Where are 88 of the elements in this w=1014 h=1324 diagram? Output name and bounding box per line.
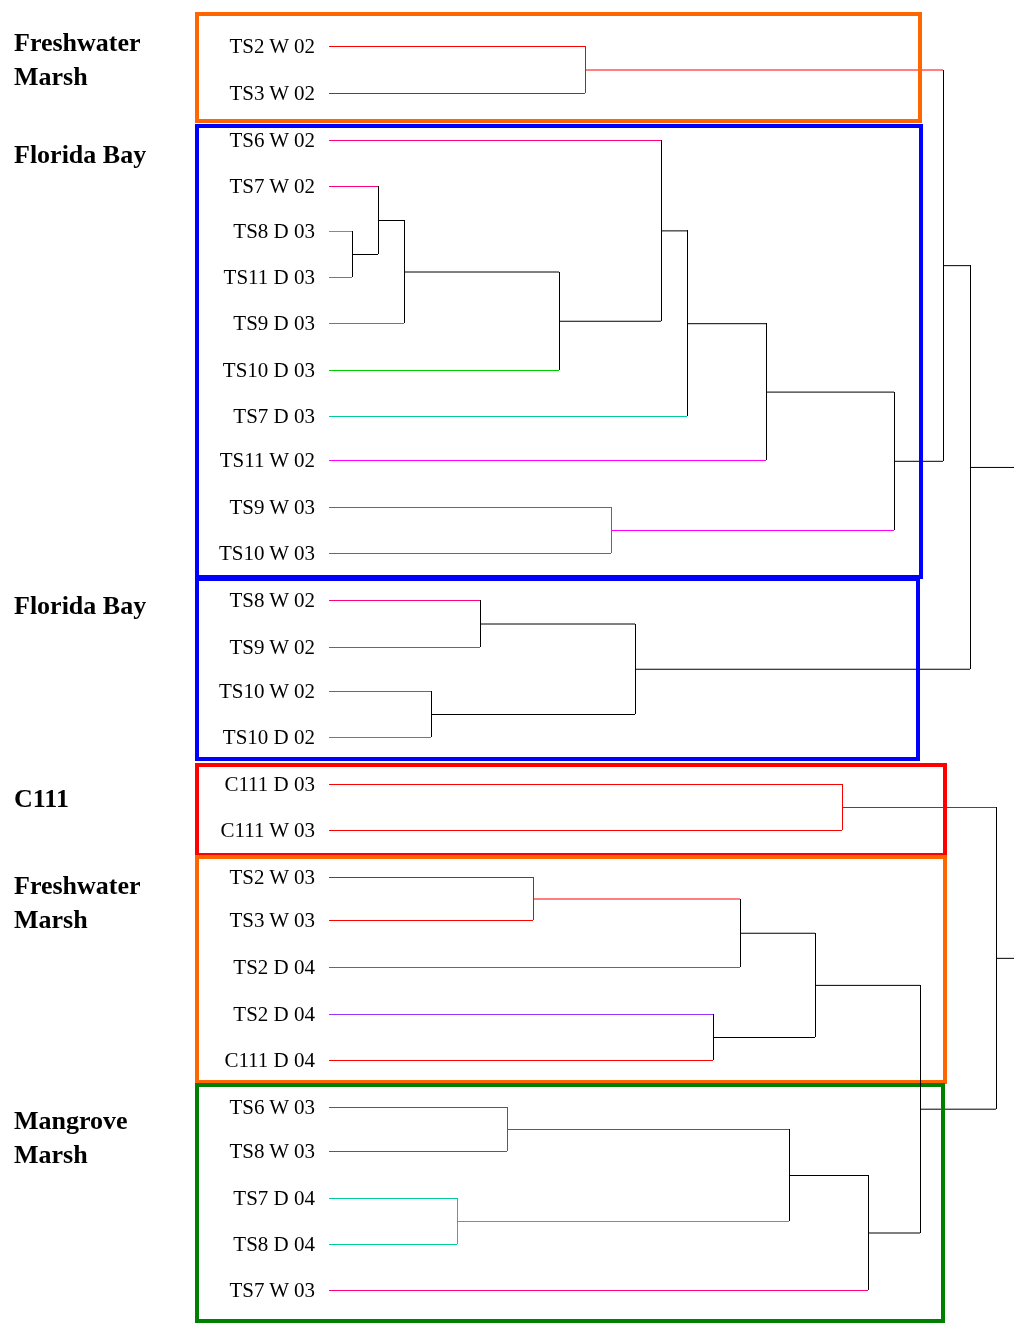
sample-label: C111 D 03 — [200, 771, 329, 797]
sample-label: TS7 W 02 — [200, 173, 329, 199]
branch-line — [328, 784, 843, 785]
branch-line — [611, 530, 895, 531]
sample-label: TS3 W 02 — [200, 80, 329, 106]
branch-line — [328, 323, 405, 324]
branch-line — [328, 93, 586, 94]
group-heading: Mangrove Marsh — [14, 1105, 129, 1171]
branch-line — [559, 320, 662, 322]
branch-line — [868, 1232, 921, 1234]
sample-label: TS10 W 03 — [200, 540, 329, 566]
sample-label: TS10 W 02 — [200, 678, 329, 704]
branch-line — [996, 957, 1014, 959]
group-heading: Freshwater Marsh — [14, 870, 142, 936]
group-heading: C111 — [14, 783, 70, 815]
branch-line — [328, 1014, 714, 1015]
sample-label: TS2 W 03 — [200, 864, 329, 890]
branch-line — [328, 231, 353, 232]
branch-line — [635, 668, 971, 670]
branch-line — [842, 807, 997, 808]
branch-line — [328, 830, 843, 831]
branch-line — [328, 737, 432, 738]
branch-line — [328, 1060, 714, 1061]
group-heading: Florida Bay — [14, 139, 148, 171]
branch-line — [328, 370, 560, 371]
branch-line — [328, 1151, 508, 1152]
branch-line — [328, 1107, 508, 1108]
sample-label: TS10 D 02 — [200, 724, 329, 750]
sample-label: TS11 D 03 — [200, 264, 329, 290]
branch-line — [378, 220, 405, 221]
branch-line — [894, 460, 944, 462]
group-heading: Freshwater Marsh — [14, 27, 142, 93]
branch-line — [328, 277, 353, 278]
sample-label: TS2 D 04 — [200, 954, 329, 980]
branch-line — [533, 898, 741, 900]
branch-line — [431, 714, 636, 715]
branch-line — [328, 1290, 869, 1291]
branch-line — [687, 323, 767, 325]
sample-label: TS2 D 04 — [200, 1001, 329, 1027]
branch-line — [328, 691, 432, 692]
branch-line — [970, 466, 1014, 468]
sample-label: TS10 D 03 — [200, 357, 329, 383]
branch-line — [328, 460, 767, 461]
branch-line — [585, 69, 944, 71]
sample-label: TS7 D 03 — [200, 403, 329, 429]
branch-line — [404, 271, 560, 273]
branch-line — [789, 1175, 869, 1176]
branch-line — [352, 254, 379, 255]
branch-line — [328, 416, 688, 417]
sample-label: TS6 W 03 — [200, 1094, 329, 1120]
branch-line — [328, 553, 612, 554]
branch-line — [457, 1221, 790, 1222]
sample-label: TS8 W 03 — [200, 1138, 329, 1164]
branch-line — [328, 186, 379, 187]
branch-line — [507, 1129, 790, 1130]
sample-label: TS9 W 02 — [200, 634, 329, 660]
sample-label: TS8 D 04 — [200, 1231, 329, 1257]
branch-line — [328, 877, 534, 878]
branch-line — [328, 967, 741, 968]
sample-label: C111 W 03 — [200, 817, 329, 843]
sample-label: TS9 D 03 — [200, 310, 329, 336]
sample-label: TS11 W 02 — [200, 447, 329, 473]
group-heading: Florida Bay — [14, 590, 148, 622]
sample-label: TS7 W 03 — [200, 1277, 329, 1303]
sample-label: TS7 D 04 — [200, 1185, 329, 1211]
sample-label: TS9 W 03 — [200, 494, 329, 520]
branch-line — [920, 1108, 997, 1110]
branch-line — [943, 265, 971, 267]
branch-line — [713, 1037, 816, 1038]
branch-line — [766, 391, 895, 393]
sample-label: TS8 D 03 — [200, 218, 329, 244]
branch-line — [328, 507, 612, 508]
branch-line — [328, 647, 481, 648]
sample-label: TS8 W 02 — [200, 587, 329, 613]
branch-line — [328, 46, 586, 47]
branch-line — [740, 932, 816, 934]
branch-line — [328, 140, 662, 141]
sample-label: TS2 W 02 — [200, 33, 329, 59]
branch-line — [328, 1198, 458, 1199]
branch-line — [328, 920, 534, 921]
branch-line — [328, 1244, 458, 1245]
sample-label: TS3 W 03 — [200, 907, 329, 933]
branch-line — [661, 230, 688, 232]
sample-label: C111 D 04 — [200, 1047, 329, 1073]
sample-label: TS6 W 02 — [200, 127, 329, 153]
branch-line — [480, 623, 636, 625]
branch-line — [328, 600, 481, 601]
branch-line — [815, 984, 921, 986]
